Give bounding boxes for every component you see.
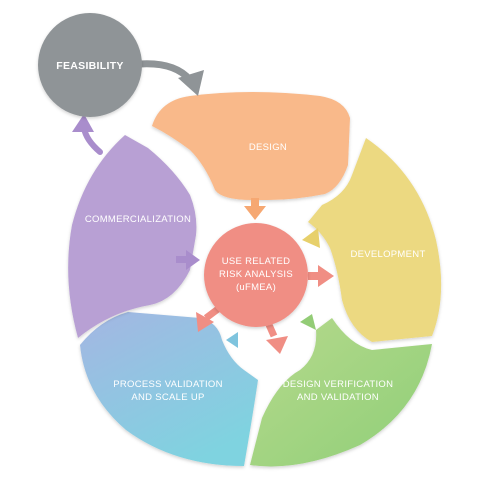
design-to-center-arrow — [251, 198, 259, 208]
feasibility-to-design-arrowhead — [178, 70, 204, 96]
commercialization-label: COMMERCIALIZATION — [85, 214, 191, 225]
process-label-line-1: PROCESS VALIDATION — [113, 379, 223, 390]
verification-segment — [250, 318, 432, 467]
development-to-center-arrowhead — [302, 228, 320, 248]
development-segment — [308, 138, 442, 342]
verification-label-line-2: AND VALIDATION — [297, 392, 379, 403]
process-label-line-2: AND SCALE UP — [131, 392, 204, 403]
design-segment — [152, 92, 350, 200]
commercialization-to-center-arrow — [176, 256, 188, 263]
design-label: DESIGN — [249, 142, 287, 153]
verification-to-center-arrowhead — [300, 314, 316, 330]
center-label-line-2: RISK ANALYSIS — [219, 269, 293, 280]
commercialization-segment — [68, 135, 197, 338]
verification-label-line-1: DESIGN VERIFICATION — [283, 379, 394, 390]
process-to-center-arrowhead — [226, 332, 238, 348]
center-label-line-3: (uFMEA) — [236, 282, 276, 293]
development-label: DEVELOPMENT — [350, 249, 425, 260]
feasibility-circle — [38, 13, 142, 117]
design-to-center-arrowhead — [244, 206, 266, 220]
commercialization-to-center-arrowhead — [186, 250, 200, 270]
center-circle — [204, 223, 308, 327]
commercialization-to-feasibility-arrowhead — [72, 114, 94, 132]
center-label-line-1: USE RELATED — [222, 256, 291, 267]
feasibility-label: FEASIBILITY — [56, 60, 123, 72]
process-segment — [80, 312, 258, 466]
